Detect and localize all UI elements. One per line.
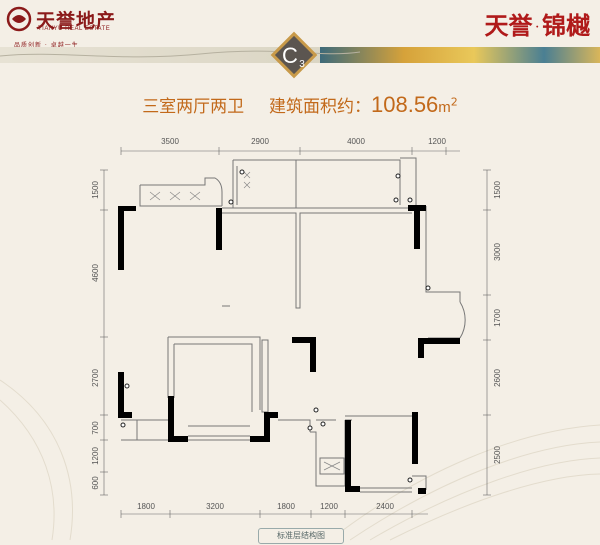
unit-badge-letter: C (282, 43, 298, 68)
project-name-divider: · (535, 22, 539, 33)
background-contours (0, 379, 600, 541)
brand-name-cn: 天誉地产 (36, 10, 117, 32)
dim-left-4: 700 (91, 421, 100, 435)
brand-slogan: 品质创新 · 卓越一生 (14, 42, 79, 49)
project-name-part2: 锦樾 (542, 11, 590, 40)
dim-bottom-2: 3200 (206, 502, 224, 511)
dim-left-2: 4600 (91, 264, 100, 282)
dim-top-4: 1200 (428, 137, 446, 146)
dim-bottom-5: 2400 (376, 502, 394, 511)
structural-walls (118, 205, 460, 494)
pipe-markers (120, 169, 431, 483)
unit-title: 三室两厅两卫 建筑面积约：108.56m2 (0, 92, 600, 118)
dimension-lines (100, 147, 491, 518)
project-name: 天誉·锦樾 (485, 6, 590, 41)
area-unit: m (438, 99, 451, 116)
unit-badge: C 3 (270, 31, 318, 79)
area-unit-sup: 2 (450, 95, 458, 109)
dim-left-3: 2700 (91, 369, 100, 387)
dim-left-5: 1200 (91, 447, 100, 465)
project-name-part1: 天誉 (484, 11, 533, 40)
dim-right-1: 1500 (493, 181, 502, 199)
footer-label: 标准层结构图 (258, 528, 344, 544)
unit-badge-number: 3 (299, 59, 305, 70)
dim-bottom-4: 1200 (320, 502, 338, 511)
dim-top-1: 3500 (161, 137, 179, 146)
brand-logo-icon (6, 6, 32, 32)
dim-right-4: 2600 (493, 369, 502, 387)
layout-label: 三室两厅两卫 (142, 97, 245, 117)
dim-bottom-1: 1800 (137, 502, 155, 511)
brand-name-en: TIANYU REAL ESTATE (38, 26, 111, 32)
dim-right-2: 3000 (493, 243, 502, 261)
dim-right-5: 2500 (493, 446, 502, 464)
dim-left-6: 600 (91, 476, 100, 490)
window-marks (149, 171, 341, 471)
area-label: 建筑面积约： (269, 97, 371, 117)
dim-left-1: 1500 (91, 181, 100, 199)
area-value: 108.56 (371, 92, 439, 117)
dim-top-2: 2900 (251, 137, 269, 146)
dim-top-3: 4000 (347, 137, 365, 146)
dim-bottom-3: 1800 (277, 502, 295, 511)
dim-right-3: 1700 (493, 309, 502, 327)
